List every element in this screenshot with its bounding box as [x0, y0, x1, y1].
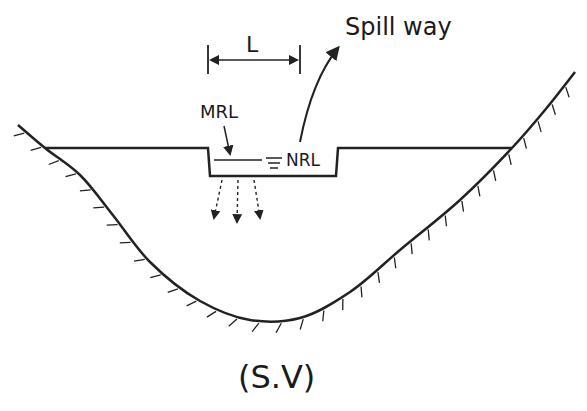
valley-ground-line	[18, 72, 575, 322]
spill-flow-arrow	[237, 180, 238, 222]
ground-hatch	[229, 319, 237, 326]
ground-hatch	[342, 299, 343, 310]
ground-hatch	[478, 186, 480, 197]
ground-hatch	[93, 207, 104, 209]
ground-hatch	[538, 121, 541, 131]
ground-hatch	[252, 323, 259, 331]
ground-hatch	[49, 161, 59, 165]
level-label: NRL	[286, 151, 320, 170]
ground-hatch	[31, 147, 41, 150]
ground-hatch	[445, 216, 446, 227]
ground-hatch	[187, 301, 197, 306]
water-level-symbol	[268, 162, 280, 164]
dimension-label: L	[246, 33, 258, 57]
ground-hatch	[120, 242, 131, 244]
water-level-symbol	[270, 167, 278, 169]
ground-hatch	[134, 259, 145, 261]
ground-hatch	[168, 289, 178, 293]
spillway-leader	[300, 48, 338, 142]
ground-hatch	[378, 272, 380, 283]
dimension-tick	[299, 45, 301, 74]
dimension-line	[211, 59, 297, 61]
ground-hatch	[524, 138, 527, 148]
ground-hatch	[428, 230, 429, 241]
ground-hatch	[65, 174, 75, 177]
spill-flow-arrow	[214, 180, 222, 218]
spillway-label: Spill way	[345, 14, 452, 40]
dam-crest-notch	[45, 148, 512, 176]
level-pointer	[224, 126, 230, 154]
ground-hatch	[566, 87, 569, 97]
water-level-symbol	[266, 157, 282, 159]
ground-hatch	[107, 224, 118, 226]
ground-hatch	[509, 154, 511, 165]
ground-hatch	[394, 257, 395, 268]
ground-hatch	[493, 170, 495, 181]
ground-hatch	[276, 323, 281, 332]
view-caption: (S.V)	[238, 360, 315, 395]
ground-hatch	[80, 189, 91, 191]
ground-hatch	[552, 104, 555, 114]
water-surface	[214, 159, 262, 161]
ground-hatch	[14, 133, 24, 136]
level-label: MRL	[200, 102, 238, 122]
ground-hatch	[323, 310, 324, 321]
dimension-tick	[207, 45, 209, 74]
ground-hatch	[150, 275, 160, 278]
ground-hatch	[207, 311, 216, 317]
ground-hatch	[360, 286, 362, 297]
ground-hatch	[300, 319, 303, 329]
ground-hatch	[462, 201, 464, 212]
spill-flow-arrow	[254, 180, 260, 218]
ground-hatch	[411, 243, 412, 254]
